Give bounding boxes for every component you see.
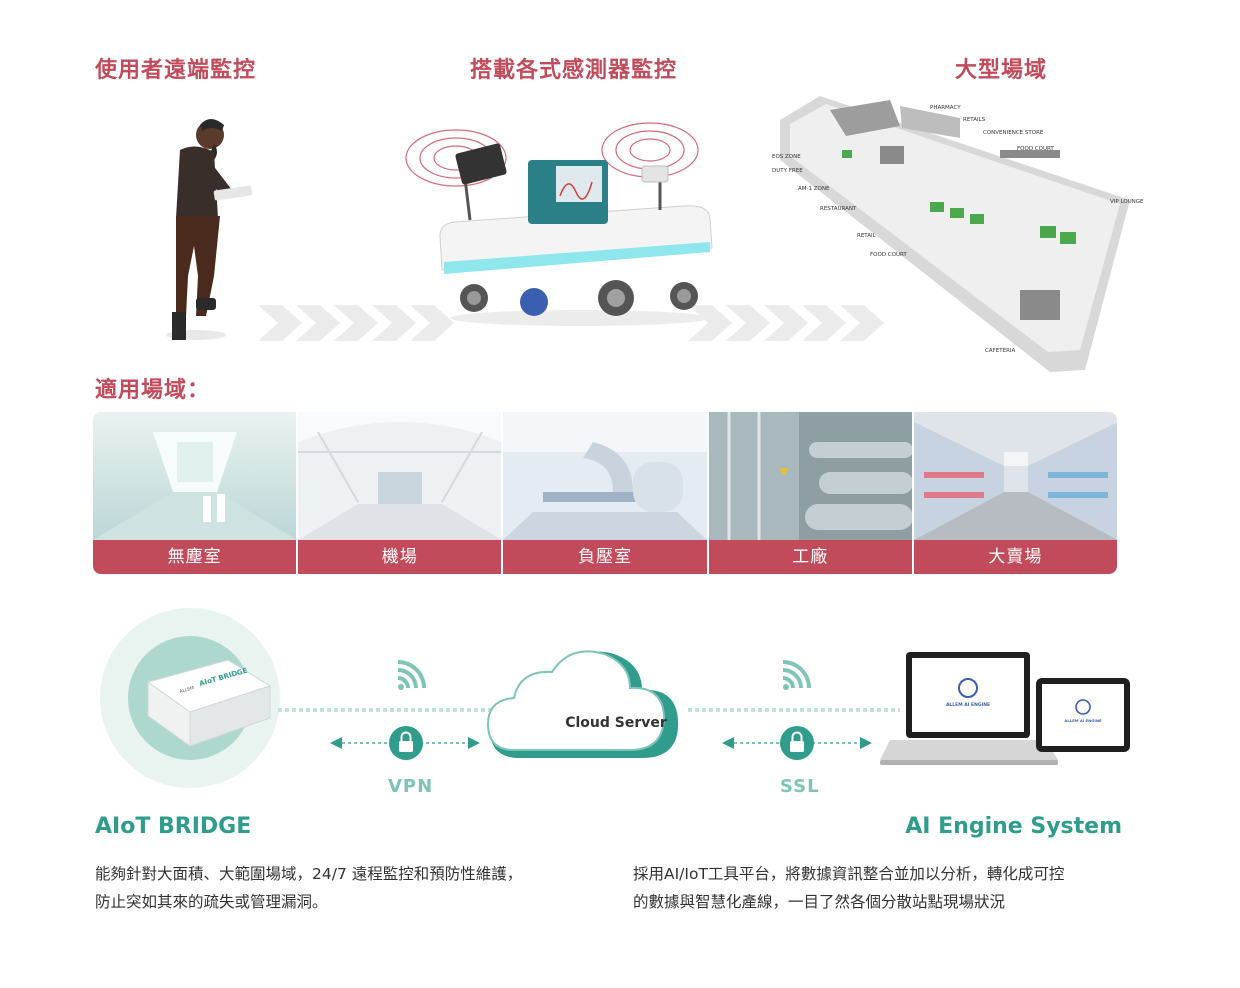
venue-factory: 工廠 [708,412,914,574]
cloud-server-icon [486,650,679,758]
ai-engine-description: 採用AI/IoT工具平台，將數據資訊整合並加以分析，轉化成可控 的數據與智慧化產… [633,860,1143,916]
map-label-duty-free: DUTY FREE [772,168,803,174]
aiot-bridge-description: 能夠針對大面積、大範圍場域，24/7 遠程監控和預防性維護， 防止突如其來的疏失… [95,860,595,916]
laptop-icon: ALLEM AI ENGINE [880,652,1058,765]
venue-airport: 機場 [298,412,504,574]
scene-illustration: PHARMACY RETAILS CONVENIENCE STORE FOOD … [166,96,1144,372]
venue-label: 工廠 [708,540,912,574]
venue-label: 負壓室 [503,540,707,574]
map-label-food-court-2: FOOD COURT [870,252,907,258]
map-label-vip-lounge: VIP LOUNGE [1110,199,1144,205]
cleanroom-photo [93,412,297,540]
negative-pressure-room-photo [503,412,707,540]
venue-hypermarket: 大賣場 [913,412,1117,574]
map-label-food-court-1: FOOD COURT [1017,146,1054,152]
tablet-screen-logo: ALLEM AI ENGINE [1064,718,1102,723]
description-line: 的數據與智慧化產線，一目了然各個分散站點現場狀況 [633,893,1006,911]
vpn-label: VPN [388,776,434,797]
map-label-pharmacy: PHARMACY [930,105,961,111]
heading-remote-monitoring: 使用者遠端監控 [95,58,257,83]
description-line: 能夠針對大面積、大範圍場域，24/7 遠程監控和預防性維護， [95,865,523,883]
vpn-lock-icon [330,726,480,760]
aiot-bridge-device: AIoT BRIDGE ALLEM [146,659,272,747]
map-label-retails: RETAILS [963,117,986,123]
ssl-lock-icon [722,726,872,760]
cloud-server-label: Cloud Server [565,715,667,731]
ssl-label: SSL [780,776,820,797]
device-brand-text: ALLEM [179,685,195,695]
robot-with-sensors [405,122,713,326]
network-diagram: AIoT BRIDGE ALLEM [100,608,1130,788]
heading-sensor-monitoring: 搭載各式感測器監控 [470,58,678,83]
map-label-restaurant: RESTAURANT [820,206,857,212]
factory-photo [708,412,912,540]
venue-strip: 無塵室 機場 負壓室 [93,412,1117,574]
map-label-convenience: CONVENIENCE STORE [983,130,1044,136]
description-line: 防止突如其來的疏失或管理漏洞。 [95,893,328,911]
map-label-eos-zone: EOS ZONE [772,154,801,160]
heading-large-area: 大型場域 [955,58,1048,83]
map-label-retail: RETAIL [857,233,877,239]
map-label-am1-zone: AM-1 ZONE [798,186,830,192]
airport-photo [298,412,502,540]
direction-arrows [258,305,884,341]
venue-cleanroom: 無塵室 [93,412,299,574]
aiot-bridge-title: AIoT BRIDGE [95,814,252,839]
venue-label: 大賣場 [913,540,1117,574]
heading-applicable-venues: 適用場域： [95,378,211,403]
ai-engine-title: AI Engine System [905,814,1122,839]
large-area-floorplan: PHARMACY RETAILS CONVENIENCE STORE FOOD … [772,96,1144,372]
map-label-cafeteria: CAFETERIA [985,348,1016,354]
person-with-tablet [166,119,253,340]
laptop-screen-logo: ALLEM AI ENGINE [946,702,990,708]
hypermarket-photo [913,412,1117,540]
venue-negative-pressure-room: 負壓室 [503,412,709,574]
description-line: 採用AI/IoT工具平台，將數據資訊整合並加以分析，轉化成可控 [633,865,1065,883]
venue-label: 無塵室 [93,540,297,574]
wifi-icon-right [783,660,811,690]
wifi-icon-left [398,660,426,690]
tablet-icon: ALLEM AI ENGINE [1036,678,1130,752]
venue-label: 機場 [298,540,502,574]
